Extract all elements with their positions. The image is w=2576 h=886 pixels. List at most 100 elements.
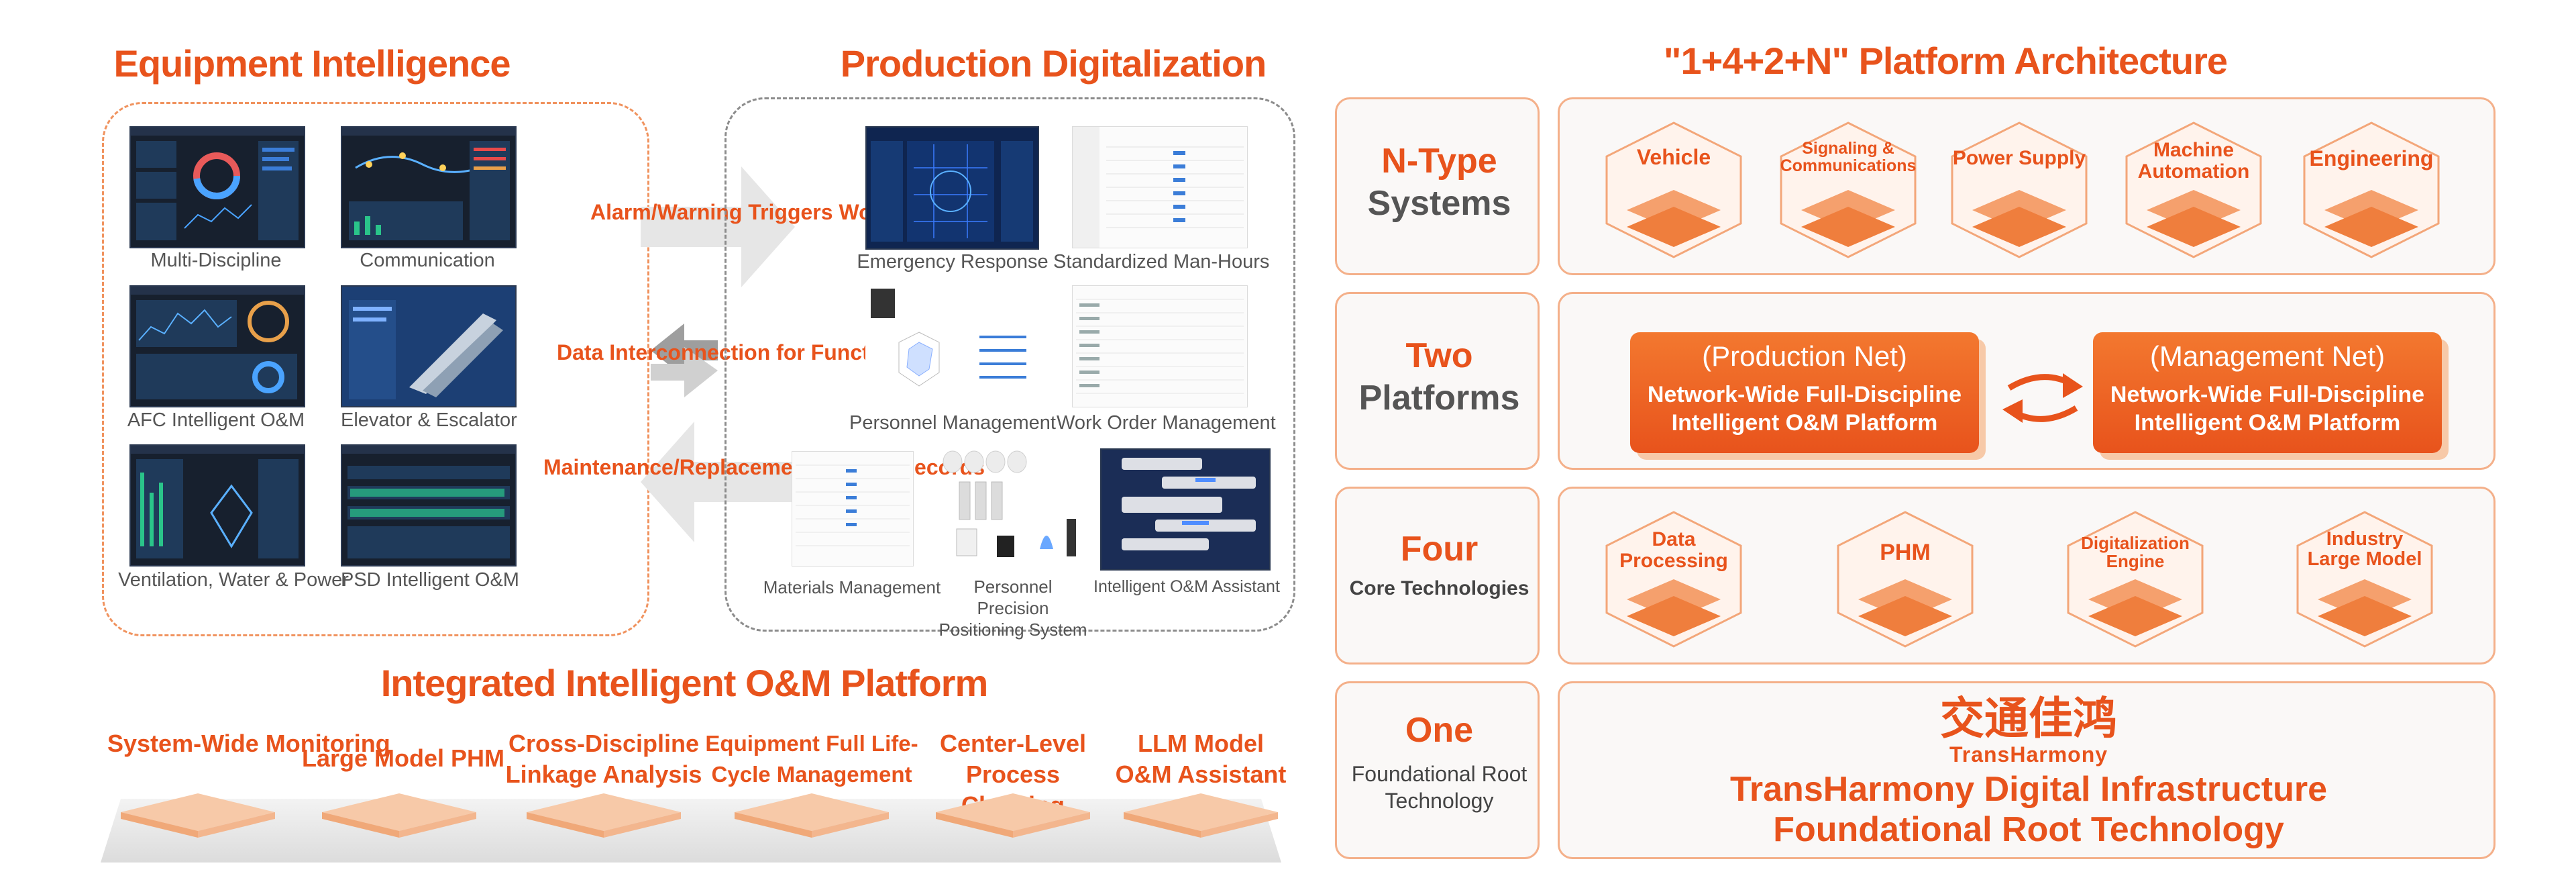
row-four-main: Four [1400,530,1479,569]
hexagon-icon [1605,121,1742,258]
materials-management-screenshot [792,451,914,567]
row-two-sub: Platforms [1358,379,1520,417]
system-machine-automation-label: Machine Automation [2137,139,2250,183]
psd-om-screenshot [341,444,517,567]
tech-phm: PHM [1831,509,1979,650]
elevator-escalator-screenshot [341,285,517,407]
row-two-main: Two [1405,336,1473,375]
personnel-management-caption: Personnel Management [849,412,1056,434]
tile-label: System-Wide Monitoring [107,730,390,757]
tile-equipment-lifecycle: Equipment Full Life-Cycle Management [684,728,939,856]
architecture-title: "1+4+2+N" Platform Architecture [1663,40,2228,82]
om-assistant-screenshot [1100,448,1271,571]
tile-label: LLM Model O&M Assistant [1115,730,1287,788]
afc-om-caption: AFC Intelligent O&M [127,409,305,431]
row-one-main: One [1405,711,1474,750]
row-n-content: Vehicle Signaling & Communications Power… [1558,97,2496,275]
tech-digitalization-engine-label: Digitalization Engine [2081,533,2190,572]
arrow-cycle-icon [651,324,718,397]
row-one-sub: Foundational Root Technology [1351,762,1527,813]
tile-diamond-icon [527,793,681,838]
tile-label: Equipment Full Life-Cycle Management [705,731,918,787]
system-signaling: Signaling & Communications [1774,119,1922,260]
tile-diamond-icon [1124,793,1278,838]
multi-discipline-caption: Multi-Discipline [150,250,282,271]
positioning-devices-image [932,448,1093,562]
production-net-platform: (Production Net) Network-Wide Full-Disci… [1630,332,1979,453]
afc-om-screenshot [129,285,305,407]
hexagon-icon [1951,121,2088,258]
tile-llm-assistant: LLM Model O&M Assistant [1114,728,1288,856]
management-net-label: (Management Net) [2149,340,2385,372]
row-n-label-box: N-Type Systems [1335,97,1540,275]
tile-diamond-icon [322,793,476,838]
communication-screenshot [341,126,517,248]
tile-cross-discipline: Cross-Discipline Linkage Analysis [503,728,704,856]
communication-caption: Communication [360,250,495,271]
foundation-desc-1: TransHarmony Digital Infrastructure [1730,770,2327,809]
tech-data-processing-label: Data Processing [1619,528,1728,572]
tile-diamond-icon [735,793,889,838]
tech-digitalization-engine: Digitalization Engine [2061,509,2209,650]
row-n-main: N-Type [1381,142,1497,181]
arrow-left-1 [641,422,795,542]
row-two-content: (Production Net) Network-Wide Full-Disci… [1558,292,2496,470]
row-two-label-box: Two Platforms [1335,292,1540,470]
tile-system-wide-monitoring: System-Wide Monitoring [107,728,390,856]
ventilation-water-power-caption: Ventilation, Water & Power [118,569,349,591]
row-one-label-box: One Foundational Root Technology [1335,681,1540,859]
emergency-response-caption: Emergency Response [857,251,1049,273]
tile-label: Large Model PHM [302,744,505,772]
tech-data-processing: Data Processing [1600,509,1748,650]
tile-large-model-phm: Large Model PHM [302,728,505,856]
tile-center-level: Center-Level Process Chaining [919,728,1107,856]
work-order-management-screenshot [1072,285,1248,407]
tech-industry-large-model: Industry Large Model [2291,509,2438,650]
system-vehicle-label: Vehicle [1636,145,1711,169]
multi-discipline-screenshot [129,126,305,248]
emergency-response-screenshot [865,126,1039,250]
elevator-escalator-caption: Elevator & Escalator [341,409,517,431]
row-four-label-box: Four Core Technologies [1335,487,1540,664]
management-net-platform: (Management Net) Network-Wide Full-Disci… [2093,332,2442,453]
bidirectional-arrow-icon [2002,373,2083,423]
tech-phm-label: PHM [1880,540,1931,565]
hexagon-icon [2067,511,2204,648]
hexagon-icon [1837,511,1974,648]
management-net-desc: Network-Wide Full-Discipline Intelligent… [2110,382,2425,436]
transharmony-logo-en: TransHarmony [1949,742,2108,767]
row-four-content: Data Processing PHM Digitalization Engin… [1558,487,2496,664]
equipment-intelligence-frame [102,102,649,636]
om-assistant-caption: Intelligent O&M Assistant [1093,577,1280,596]
system-power-supply-label: Power Supply [1952,147,2086,169]
positioning-system-caption: Personnel Precision Positioning System [938,577,1087,640]
hexagon-icon [1780,121,1917,258]
n-systems-group: Vehicle Signaling & Communications Power… [1600,119,2465,260]
system-signaling-label: Signaling & Communications [1780,139,1917,176]
materials-management-caption: Materials Management [763,577,941,597]
row-n-sub: Systems [1367,184,1511,223]
hexagon-icon [2125,121,2262,258]
arrow-right-1 [641,166,795,287]
transharmony-logo-cn: 交通佳鸿 [1940,693,2117,744]
hexagon-icon [1605,511,1742,648]
system-power-supply: Power Supply [1945,119,2093,260]
system-engineering-label: Engineering [2309,146,2434,170]
core-technologies-group: Data Processing PHM Digitalization Engin… [1600,509,2465,650]
production-digitalization-frame [724,97,1295,632]
row-four-sub: Core Technologies [1349,577,1529,599]
standardized-man-hours-caption: Standardized Man-Hours [1053,251,1270,273]
integrated-platform-title: Integrated Intelligent O&M Platform [380,662,989,704]
ventilation-water-power-screenshot [129,444,305,567]
production-digitalization-title: Production Digitalization [840,42,1267,85]
production-net-label: (Production Net) [1702,340,1907,372]
tile-diamond-icon [121,793,275,838]
system-vehicle: Vehicle [1600,119,1748,260]
system-engineering: Engineering [2298,119,2445,260]
system-machine-automation: Machine Automation [2120,119,2267,260]
hexagon-icon [2296,511,2433,648]
hexagon-icon [2303,121,2440,258]
personnel-management-screenshot [865,285,1040,406]
tile-label: Cross-Discipline Linkage Analysis [505,730,702,788]
equipment-intelligence-title: Equipment Intelligence [113,42,511,85]
